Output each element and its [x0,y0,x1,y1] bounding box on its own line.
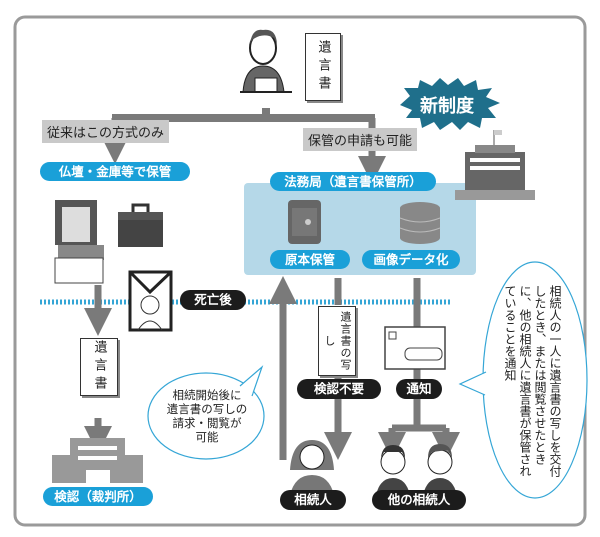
traditional-method-label: 従来はこの方式のみ [42,120,170,143]
will-copy-document: 遺言書の写し [318,306,356,376]
deceased-portrait [128,270,173,332]
home-storage-pill: 仏壇・金庫等で保管 [40,162,190,181]
will-document-left: 遺言書 [80,338,118,396]
heir-illustration [290,440,334,495]
request-bubble-line: 可能 [195,430,219,444]
notice-envelope-icon [384,326,446,370]
database-icon [399,202,441,244]
original-storage-pill: 原本保管 [270,250,350,269]
new-system-badge: 新制度 [420,96,474,117]
safe-icon [288,200,321,244]
request-bubble-line: 相続開始後に [172,388,242,402]
notice-bubble-text: 相続人の一人に遺言書の写しを交付したとき、または閲覧させたときに、他の相続人に遺… [503,285,562,477]
after-death-pill: 死亡後 [180,290,246,310]
request-bubble-line: 請求・閲覧が [172,416,242,430]
legal-affairs-bureau-building-icon [455,130,535,200]
storage-application-label: 保管の申請も可能 [303,128,418,151]
court-building-icon [52,438,143,483]
notice-pill: 通知 [396,379,442,399]
image-data-pill: 画像データ化 [362,250,460,269]
request-bubble-text: 相続開始後に 遺言書の写しの 請求・閲覧が 可能 [152,388,262,444]
request-speech-bubble [147,365,265,460]
no-probate-pill: 検認不要 [297,379,381,399]
will-document: 遺言書 [305,33,341,101]
butsudan-icon [54,200,104,284]
other-heirs-pill: 他の相続人 [372,490,466,510]
legal-affairs-bureau-pill: 法務局（遺言書保管所） [270,172,436,191]
request-bubble-line: 遺言書の写しの [166,402,248,416]
testator-illustration [240,29,292,93]
probate-court-pill: 検認（裁判所） [43,487,153,506]
heir-pill: 相続人 [280,490,346,510]
new-system-starburst [400,78,500,130]
toolbox-icon [118,203,163,247]
notice-speech-bubble [458,261,588,499]
